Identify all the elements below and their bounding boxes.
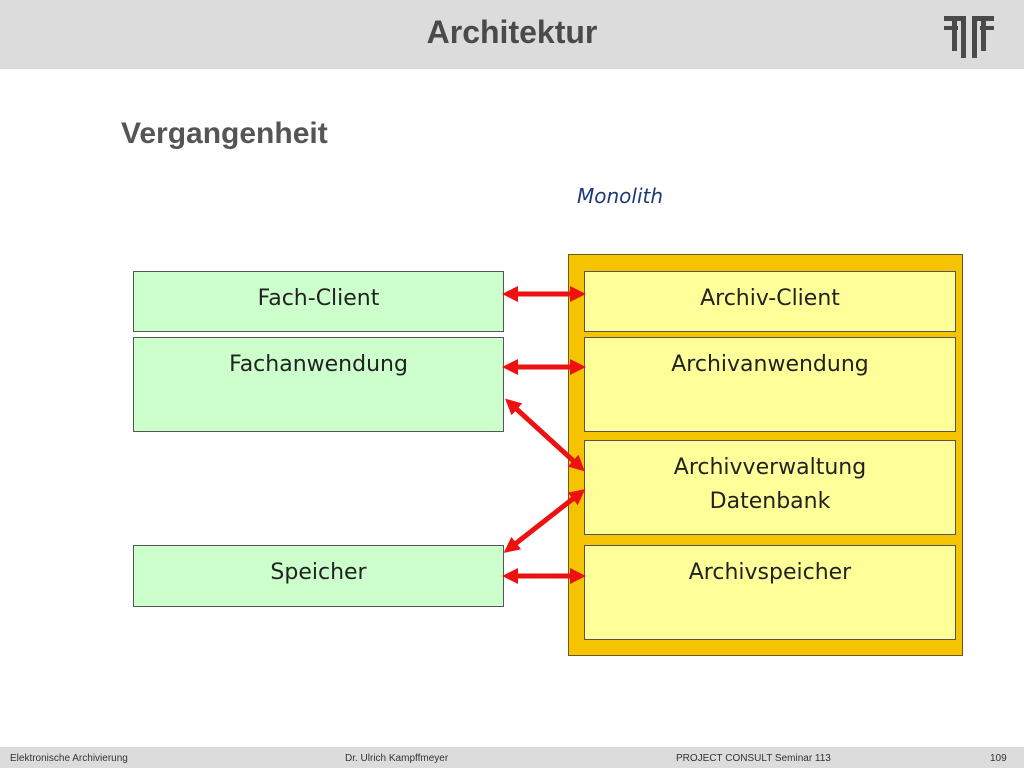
archivanwendung-box: Archivanwendung [584, 337, 956, 432]
fachanwendung-box: Fachanwendung [133, 337, 504, 432]
archiv-client-box: Archiv-Client [584, 271, 956, 332]
fachanwendung-label: Fachanwendung [229, 352, 408, 377]
monolith-label: Monolith [577, 184, 664, 208]
archivanwendung-label: Archivanwendung [671, 352, 869, 377]
slide-title: Architektur [426, 14, 598, 50]
archiv-client-label: Archiv-Client [700, 286, 840, 311]
speicher-box: Speicher [133, 545, 504, 607]
archivverwaltung-box: Archivverwaltung Datenbank [584, 440, 956, 535]
archivspeicher-box: Archivspeicher [584, 545, 956, 640]
fach-client-label: Fach-Client [257, 286, 380, 311]
footer-author: Dr. Ulrich Kampffmeyer [345, 753, 449, 764]
project-consult-logo [944, 16, 994, 58]
archivverwaltung-label: Archivverwaltung [673, 455, 867, 480]
slide-header: Architektur [0, 0, 1024, 69]
speicher-label: Speicher [270, 560, 367, 585]
datenbank-label: Datenbank [709, 489, 831, 514]
footer-seminar: PROJECT CONSULT Seminar 113 [676, 753, 831, 764]
slide-subtitle: Vergangenheit [121, 117, 328, 150]
fach-client-box: Fach-Client [133, 271, 504, 332]
footer-page-number: 109 [990, 753, 1007, 764]
archivspeicher-label: Archivspeicher [688, 560, 852, 585]
slide-footer: Elektronische Archivierung Dr. Ulrich Ka… [0, 747, 1024, 768]
footer-course: Elektronische Archivierung [10, 753, 128, 764]
